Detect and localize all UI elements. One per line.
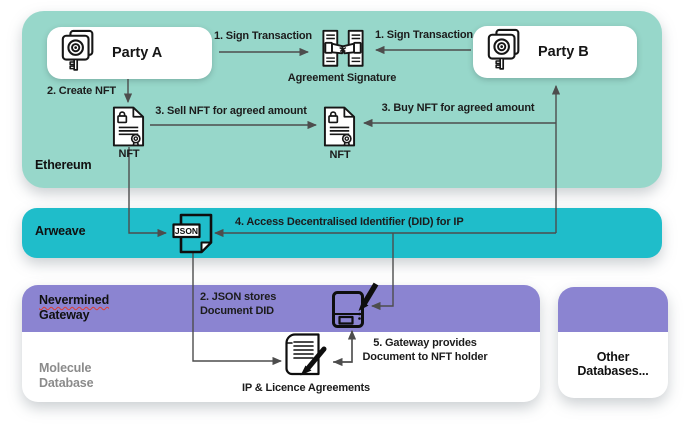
gateway-title-line2: Gateway [39,308,90,322]
arrow-device-to-agreements [332,331,353,367]
arweave-band-label: Arweave [35,224,86,238]
gateway-title: Nevermined Gateway [39,293,109,323]
sign-transaction-right-label: 1. Sign Transaction [374,29,474,41]
ethereum-band-label: Ethereum [35,158,92,172]
other-databases-label: Other Databases... [577,350,648,378]
arrow-nft-to-json [128,147,168,238]
nft-right-caption: NFT [329,149,351,161]
other-databases-line2: Databases... [577,364,649,378]
wallet-key-icon [485,28,525,76]
json-badge-text: JSON [175,226,198,236]
nevermined-gateway-card [22,285,540,402]
create-nft-label: 2. Create NFT [47,85,116,97]
molecule-database-line2: Database [39,376,94,390]
arrow-json-to-agreements [192,252,283,366]
json-file-icon: JSON [172,213,214,259]
ip-agreements-caption: IP & Licence Agreements [242,382,370,394]
nft-document-icon [322,106,357,152]
licence-agreement-pen-icon [282,332,328,385]
other-databases-card [558,287,668,398]
nft-document-icon [111,106,146,152]
gateway-card-header [22,285,540,332]
arrow-did-to-gateway-device [370,233,394,311]
gateway-title-line1: Nevermined [39,293,110,307]
gateway-provides-line2: Document to NFT holder [362,351,488,363]
party-b-node: Party B [473,26,637,78]
wallet-key-icon [59,29,99,77]
handshake-agreement-icon [321,28,365,75]
other-databases-line1: Other [596,350,630,364]
json-stores-label: 2. JSON stores Document DID [200,290,276,318]
agreement-signature-caption: Agreement Signature [287,72,397,84]
party-a-node: Party A [47,27,212,79]
other-databases-card-header [558,287,668,332]
sign-transaction-left-label: 1. Sign Transaction [213,30,313,42]
molecule-database-label: Molecule Database [39,361,94,391]
gateway-provides-line1: 5. Gateway provides [373,337,477,349]
sell-nft-label: 3. Sell NFT for agreed amount [155,105,307,117]
gateway-provides-label: 5. Gateway provides Document to NFT hold… [362,336,487,364]
access-did-label: 4. Access Decentralised Identifier (DID)… [235,216,464,228]
party-a-label: Party A [112,45,163,61]
party-b-label: Party B [538,44,589,60]
gateway-device-pen-icon [330,278,380,337]
molecule-database-line1: Molecule [39,361,92,375]
buy-nft-label: 3. Buy NFT for agreed amount [381,102,535,114]
nft-left-caption: NFT [118,148,140,160]
json-stores-line2: Document DID [200,305,274,317]
json-stores-line1: 2. JSON stores [200,291,277,303]
